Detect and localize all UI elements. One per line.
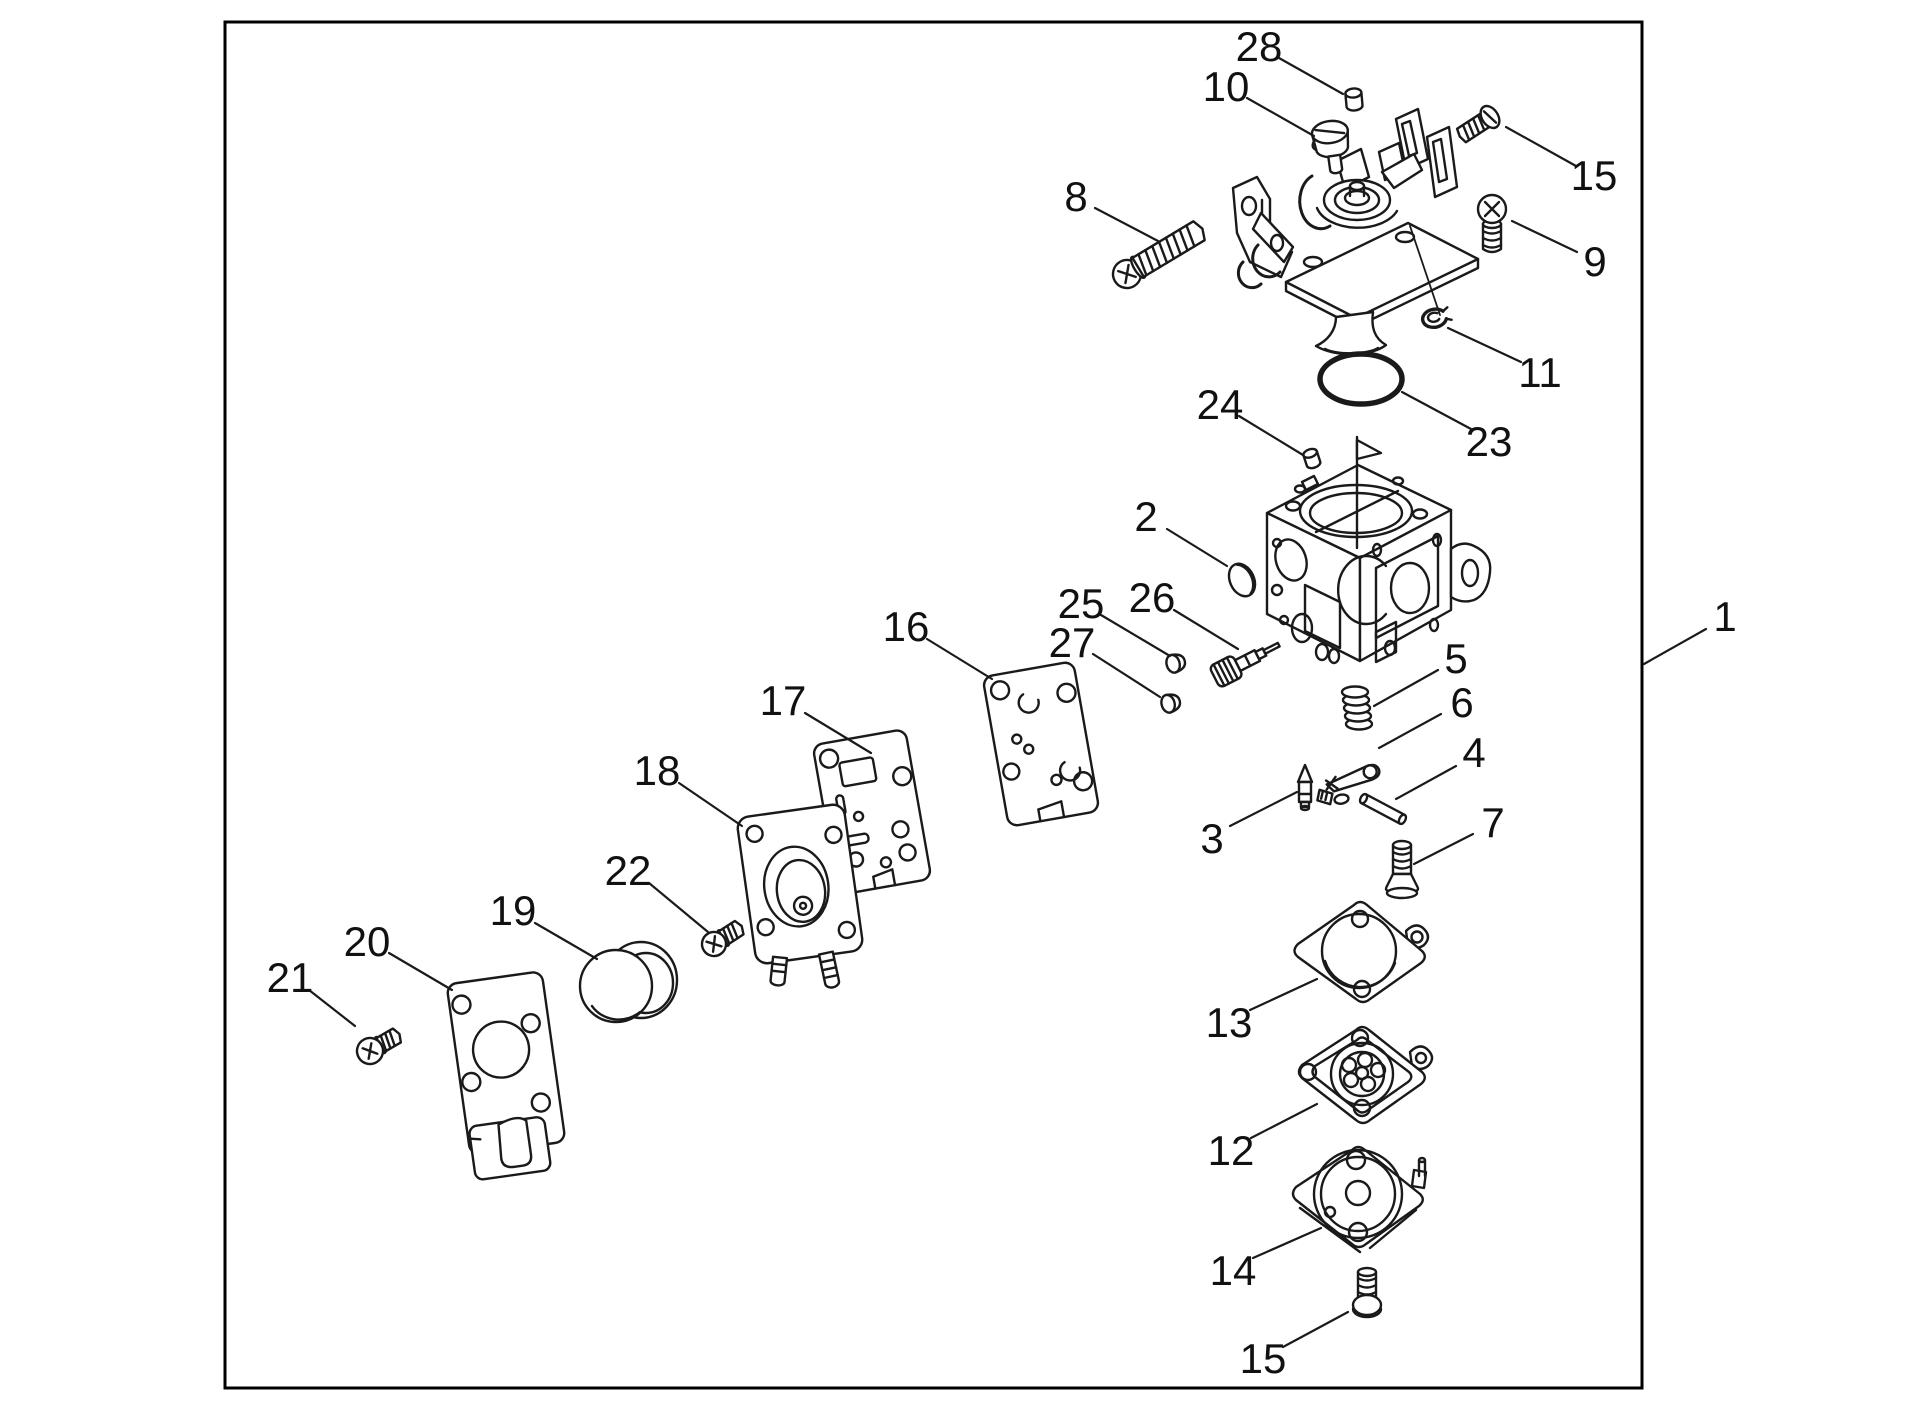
part-9-screw xyxy=(1476,193,1508,254)
part-15-screw-bottom xyxy=(1351,1266,1383,1319)
callout-15-bottom: 15 xyxy=(1240,1335,1287,1382)
callout-15-top: 15 xyxy=(1571,152,1618,199)
callout-16: 16 xyxy=(883,603,930,650)
part-12-pump-diaphragm xyxy=(1297,1025,1434,1125)
callout-27: 27 xyxy=(1049,619,1096,666)
callout-28: 28 xyxy=(1236,23,1283,70)
part-3-inlet-needle xyxy=(1296,763,1314,812)
part-4-pivot-pin xyxy=(1358,792,1408,826)
callout-labels: 1 2 3 4 5 6 7 8 9 10 11 12 13 14 15 15 1… xyxy=(267,23,1737,1382)
callout-23: 23 xyxy=(1466,418,1513,465)
callout-13: 13 xyxy=(1206,999,1253,1046)
callout-1: 1 xyxy=(1713,593,1736,640)
part-21-screw xyxy=(355,1027,403,1066)
callout-22: 22 xyxy=(605,847,652,894)
leader-lines xyxy=(307,56,1708,1349)
part-5-spring xyxy=(1340,685,1374,731)
part-16-metering-gasket xyxy=(982,661,1100,827)
part-24-pin xyxy=(1302,447,1322,470)
part-13-pump-gasket xyxy=(1293,900,1430,1004)
callout-2: 2 xyxy=(1134,493,1157,540)
callout-14: 14 xyxy=(1210,1247,1257,1294)
callout-7: 7 xyxy=(1481,799,1504,846)
part-26-adjust-screw xyxy=(1209,641,1281,688)
callout-25: 25 xyxy=(1058,580,1105,627)
callout-12: 12 xyxy=(1208,1127,1255,1174)
part-8-screw xyxy=(1111,220,1206,290)
part-22-screw xyxy=(700,919,745,958)
throttle-bracket-assembly xyxy=(1231,107,1480,356)
callout-21: 21 xyxy=(267,954,314,1001)
callout-4: 4 xyxy=(1462,729,1485,776)
part-19-primer-bulb xyxy=(578,940,679,1024)
callout-26: 26 xyxy=(1129,574,1176,621)
part-10-cap xyxy=(1310,119,1350,175)
carburetor-body xyxy=(1265,435,1492,665)
callout-17: 17 xyxy=(760,677,807,724)
part-11-e-clip xyxy=(1420,306,1453,329)
diagram-frame xyxy=(223,20,1644,1390)
callout-11: 11 xyxy=(1518,349,1562,396)
callout-18: 18 xyxy=(634,747,681,794)
callout-3: 3 xyxy=(1200,815,1223,862)
part-6-metering-lever xyxy=(1316,763,1381,806)
callout-5: 5 xyxy=(1444,635,1467,682)
part-7-screw xyxy=(1384,839,1420,900)
part-15-screw-top xyxy=(1455,104,1501,144)
part-25-plug xyxy=(1165,653,1187,674)
part-18-pump-body xyxy=(736,803,864,989)
callout-20: 20 xyxy=(344,918,391,965)
part-14-pump-cover xyxy=(1291,1145,1428,1254)
part-23-o-ring xyxy=(1317,351,1405,407)
part-2-welch-plug xyxy=(1227,562,1257,598)
callout-9: 9 xyxy=(1583,238,1606,285)
part-20-primer-plate xyxy=(446,971,566,1181)
callout-24: 24 xyxy=(1197,381,1244,428)
part-27-plug xyxy=(1160,693,1182,714)
callout-10: 10 xyxy=(1203,63,1250,110)
part-28-pin xyxy=(1344,87,1364,112)
callout-19: 19 xyxy=(490,887,537,934)
callout-8: 8 xyxy=(1064,173,1087,220)
callout-6: 6 xyxy=(1450,679,1473,726)
